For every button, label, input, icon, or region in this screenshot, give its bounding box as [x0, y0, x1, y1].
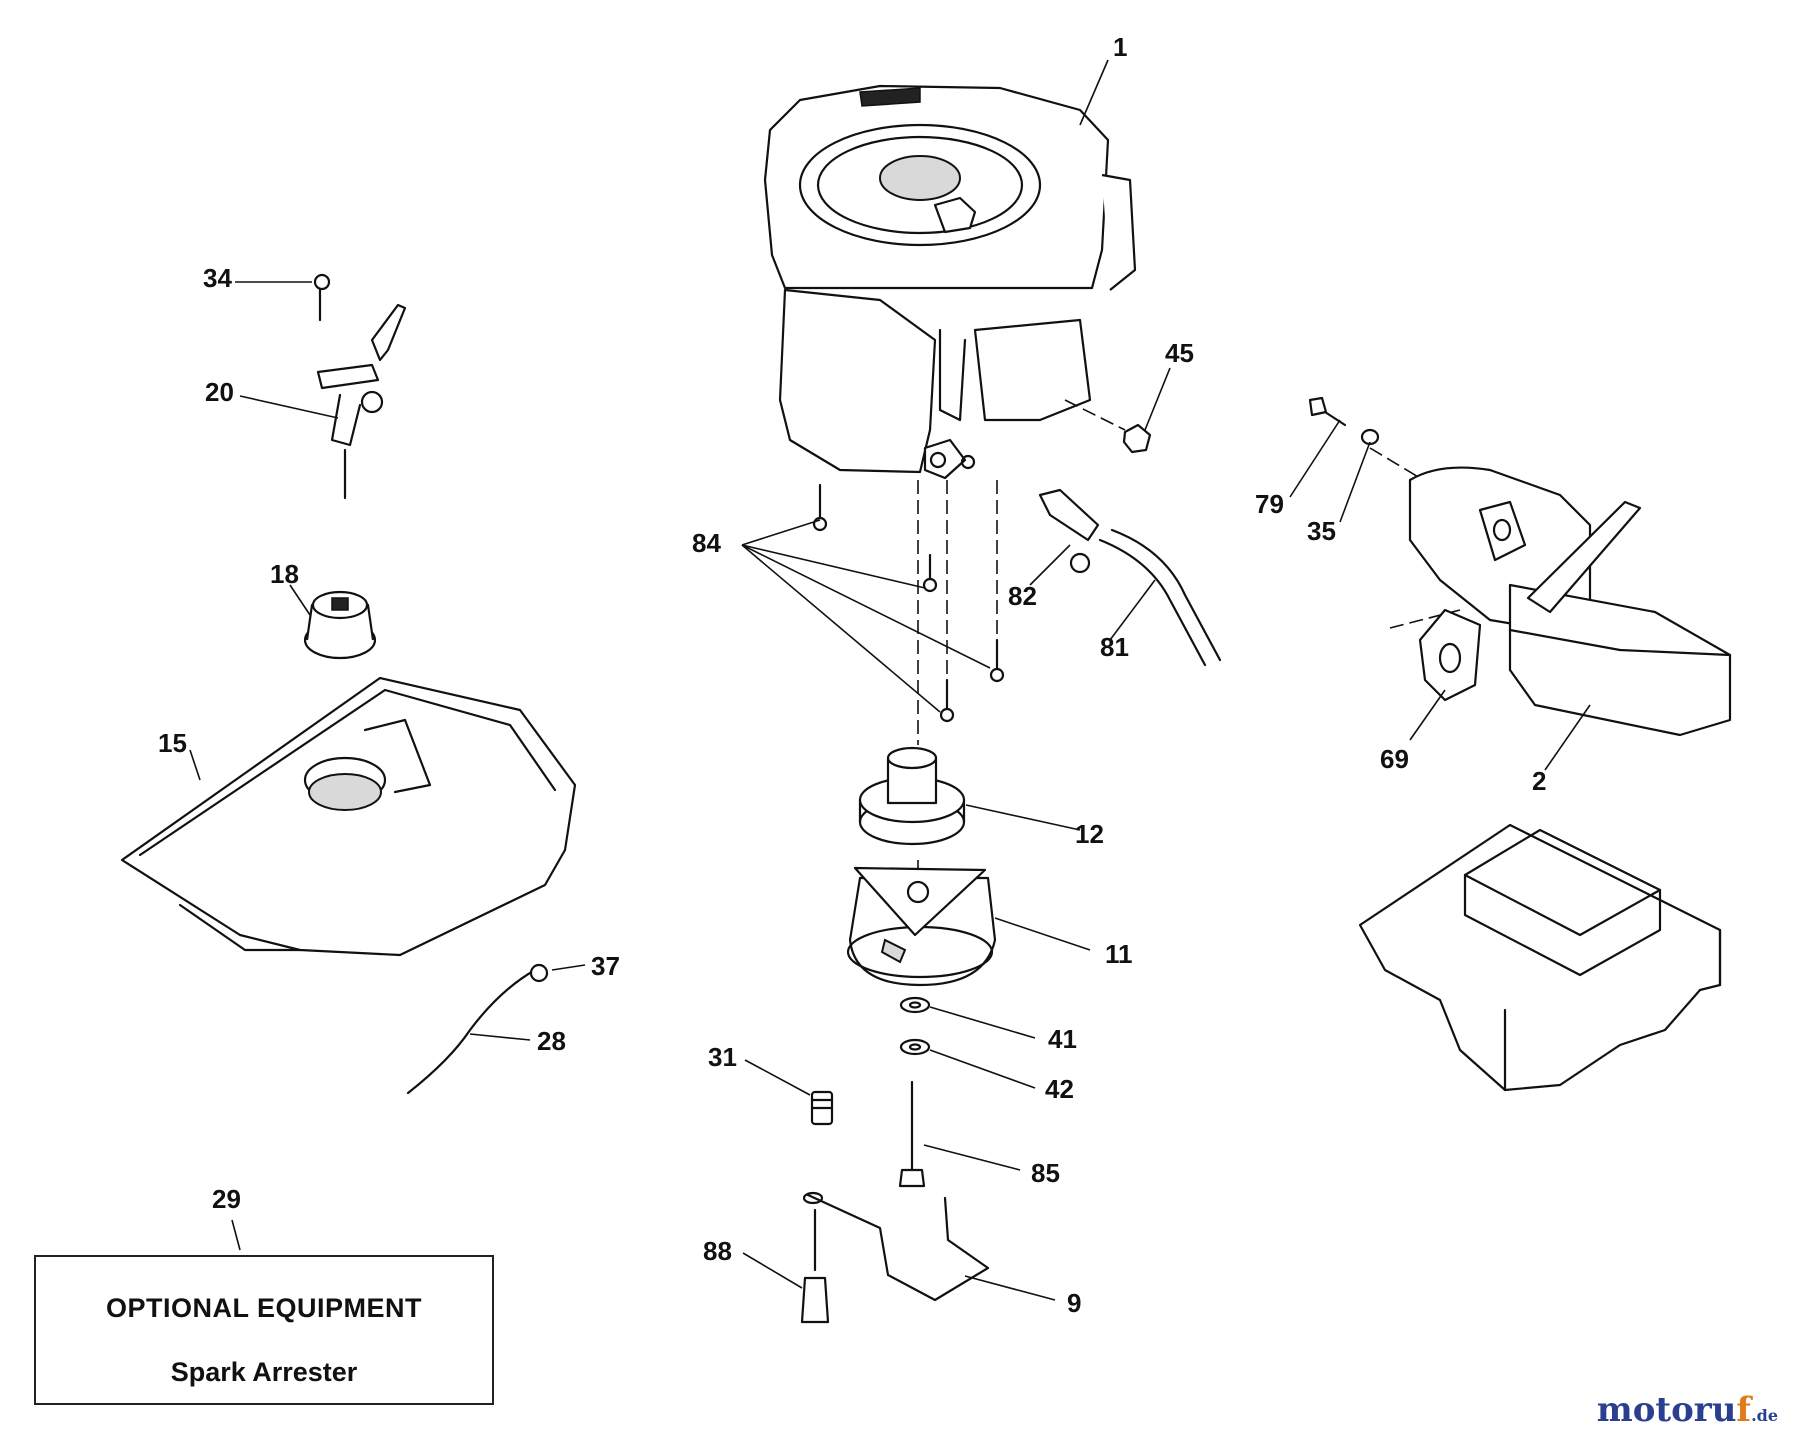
callout-11: 11	[1105, 939, 1133, 969]
engine-part	[763, 84, 1137, 480]
throttle-control-part	[316, 303, 407, 500]
callout-28: 28	[537, 1026, 566, 1056]
washer-42-part	[899, 1038, 931, 1056]
bolt-85-part	[898, 1080, 926, 1188]
callout-45: 45	[1165, 338, 1194, 368]
callout-31: 31	[708, 1042, 737, 1072]
watermark-suffix: .de	[1751, 1406, 1778, 1425]
callout-41: 41	[1048, 1024, 1077, 1054]
callout-29: 29	[212, 1184, 241, 1214]
watermark-logo: motoruf.de	[1597, 1390, 1778, 1430]
callout-37: 37	[591, 951, 620, 981]
callout-81: 81	[1100, 632, 1129, 662]
bolt-88-part	[800, 1208, 830, 1324]
callout-2: 2	[1532, 766, 1546, 796]
rod-part	[802, 1191, 990, 1302]
callout-88: 88	[703, 1236, 732, 1266]
optional-equipment-item: Spark Arrester	[170, 1357, 358, 1387]
callout-20: 20	[205, 377, 234, 407]
callout-9: 9	[1067, 1288, 1081, 1318]
callout-12: 12	[1075, 819, 1104, 849]
callout-42: 42	[1045, 1074, 1074, 1104]
bolts-84-part	[812, 483, 1005, 723]
callout-34: 34	[203, 263, 232, 293]
callout-82: 82	[1008, 581, 1037, 611]
watermark-accent: f	[1736, 1390, 1752, 1430]
callout-79: 79	[1255, 489, 1284, 519]
callout-1: 1	[1113, 32, 1127, 62]
callout-15: 15	[158, 728, 187, 758]
nut-part	[1122, 423, 1152, 454]
callout-69: 69	[1380, 744, 1409, 774]
fuel-hose-part	[1098, 528, 1222, 667]
clutch-part	[846, 866, 997, 987]
muffler-part	[1408, 466, 1732, 737]
fuel-line-part	[406, 963, 549, 1095]
screw-34-part	[313, 273, 331, 322]
watermark-main: motoru	[1596, 1390, 1737, 1430]
washer-35-part	[1360, 428, 1380, 446]
leader-lines	[189, 59, 1591, 1301]
gasket-part	[1418, 608, 1482, 702]
optional-equipment-box: OPTIONAL EQUIPMENT Spark Arrester	[34, 1255, 494, 1405]
callout-18: 18	[270, 559, 299, 589]
screw-31-part	[810, 1090, 834, 1126]
callout-85: 85	[1031, 1158, 1060, 1188]
screw-79-part	[1308, 396, 1347, 427]
fuel-cap-part	[303, 590, 377, 660]
optional-equipment-title: OPTIONAL EQUIPMENT	[105, 1293, 423, 1323]
pulley-part	[858, 746, 966, 846]
callout-84: 84	[692, 528, 721, 558]
callout-35: 35	[1307, 516, 1336, 546]
fuel-tank-part	[120, 676, 577, 957]
mount-plate-part	[1358, 823, 1722, 1092]
washer-41-part	[899, 996, 931, 1014]
fuel-shutoff-part	[1038, 488, 1100, 574]
